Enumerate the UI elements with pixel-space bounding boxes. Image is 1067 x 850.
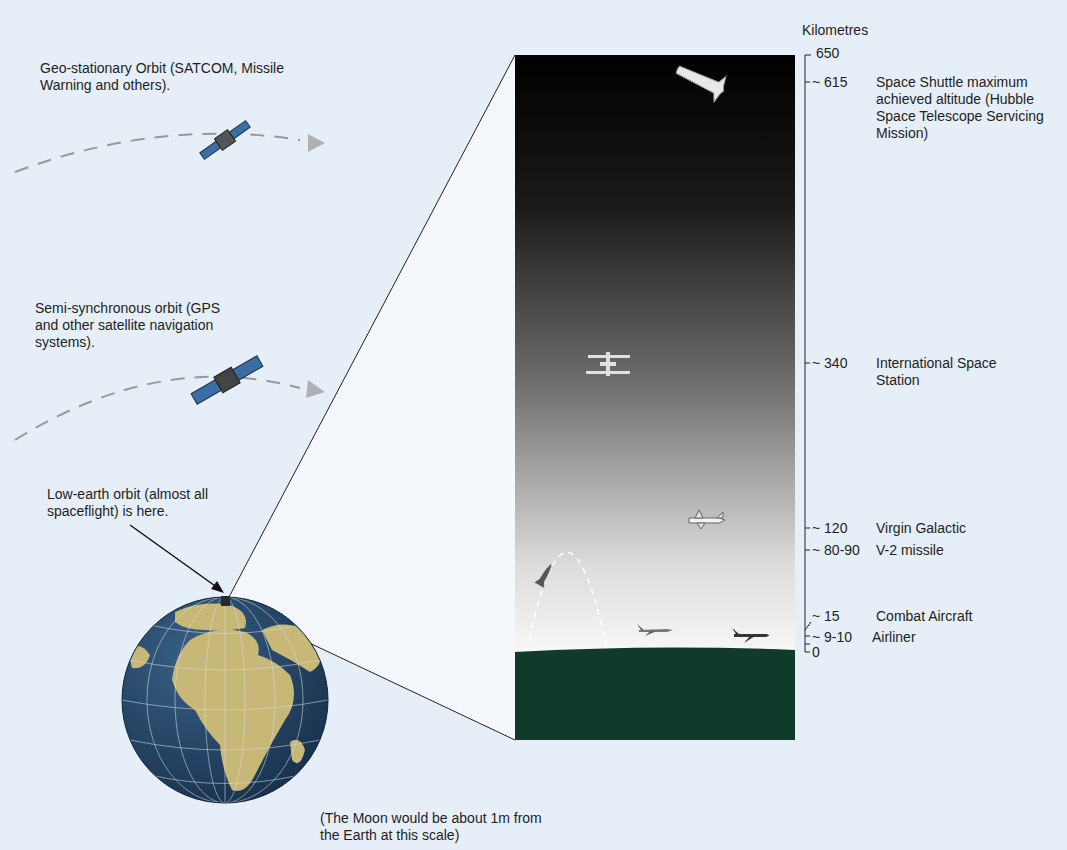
altitude-note: V-2 missile: [876, 542, 944, 559]
callout-text: Low-earth orbit (almost all spaceflight)…: [47, 486, 225, 520]
combat-aircraft: [637, 624, 673, 636]
v2-trajectory: [527, 553, 607, 651]
orbit-arrow: [306, 380, 325, 398]
altitude-note: International Space Station: [876, 355, 1006, 389]
tick-value: ~ 120: [812, 520, 847, 537]
space-station: [586, 352, 630, 376]
airliner: [732, 628, 769, 643]
orbit-label: Geo-stationary Orbit (SATCOM, Missile Wa…: [40, 60, 325, 94]
zoom-line: [229, 55, 515, 597]
satellite: [190, 353, 265, 407]
zoom-cone: [229, 55, 515, 740]
tick-value: 0: [812, 644, 820, 661]
geo-orbit: [15, 134, 300, 172]
pointer-arrow: [130, 525, 218, 588]
spaceplane: [689, 510, 725, 529]
altitude-note: Combat Aircraft: [876, 608, 972, 625]
caption-note: (The Moon would be about 1m from the Ear…: [320, 810, 565, 844]
axis-title: Kilometres: [802, 22, 868, 39]
orbit-label: Semi-synchronous orbit (GPS and other sa…: [35, 300, 225, 351]
orbit-arrow: [308, 134, 325, 152]
ground: [515, 647, 795, 740]
tick-value: 650: [816, 45, 839, 62]
space-shuttle: [671, 57, 729, 104]
tick-value: ~ 80-90: [812, 542, 860, 559]
tick-value: ~ 15: [812, 608, 840, 625]
altitude-note: Airliner: [872, 629, 916, 646]
altitude-axis: [805, 55, 811, 652]
atmosphere-panel: [515, 55, 795, 655]
semi-sync-orbit: [15, 377, 300, 440]
leo-marker: [221, 596, 230, 606]
tick-value: ~ 340: [812, 355, 847, 372]
v2-rocket: [534, 560, 557, 589]
tick-value: ~ 615: [812, 74, 847, 91]
earth-globe: [122, 597, 328, 803]
satellite: [198, 118, 252, 162]
pointer-head: [211, 581, 224, 593]
tick-value: ~ 9-10: [812, 629, 852, 646]
altitude-note: Virgin Galactic: [876, 520, 966, 537]
altitude-note: Space Shuttle maximum achieved altitude …: [876, 74, 1064, 142]
